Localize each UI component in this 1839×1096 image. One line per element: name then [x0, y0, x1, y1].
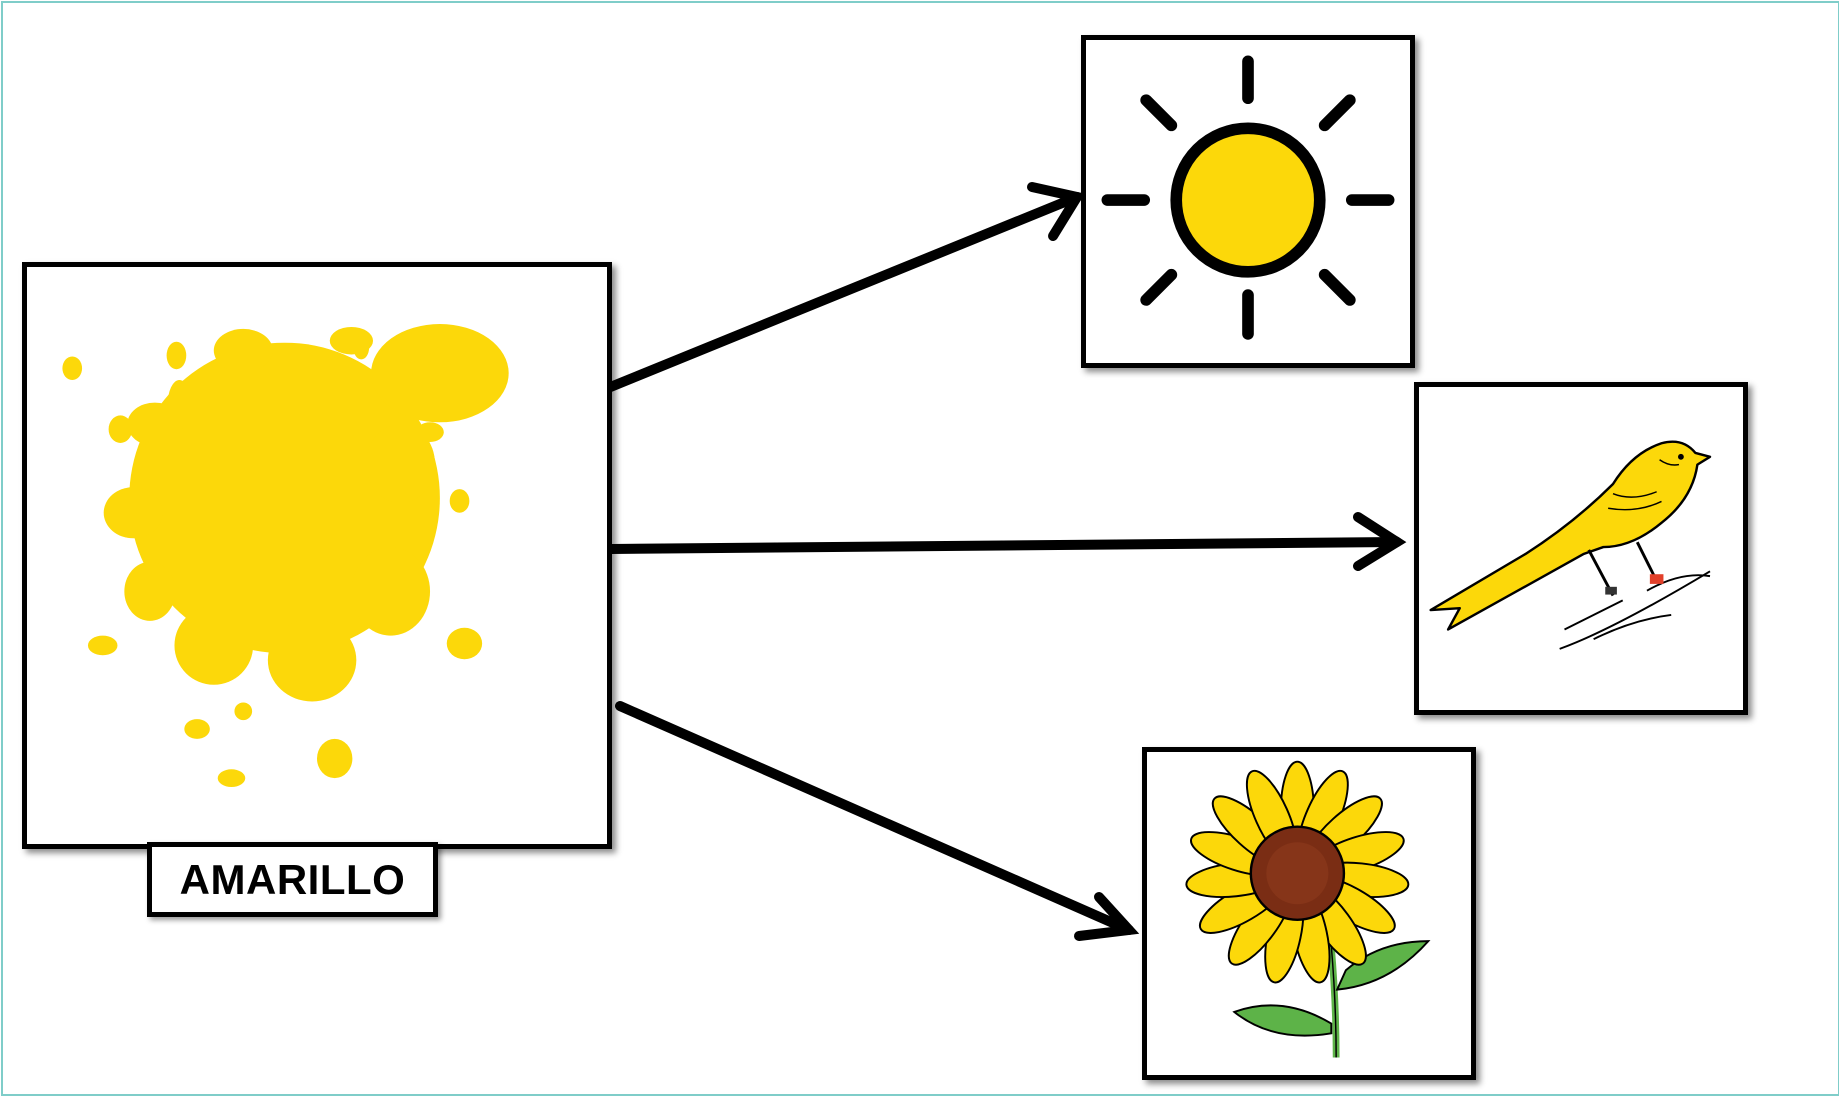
arrow-to-sun — [603, 182, 1085, 393]
main-color-card — [22, 262, 612, 849]
sunflower-icon — [1185, 760, 1431, 1058]
canary-card — [1414, 382, 1748, 715]
canary-bird-icon — [1429, 440, 1712, 650]
sunflower-card — [1142, 747, 1476, 1080]
arrow-to-sunflower — [615, 701, 1140, 941]
sun-card — [1081, 35, 1415, 368]
color-label-box: AMARILLO — [147, 842, 438, 917]
color-label: AMARILLO — [179, 855, 406, 903]
arrow-to-bird — [606, 512, 1407, 571]
yellow-paint-splash-icon — [62, 324, 509, 787]
sun-icon — [1101, 55, 1395, 340]
